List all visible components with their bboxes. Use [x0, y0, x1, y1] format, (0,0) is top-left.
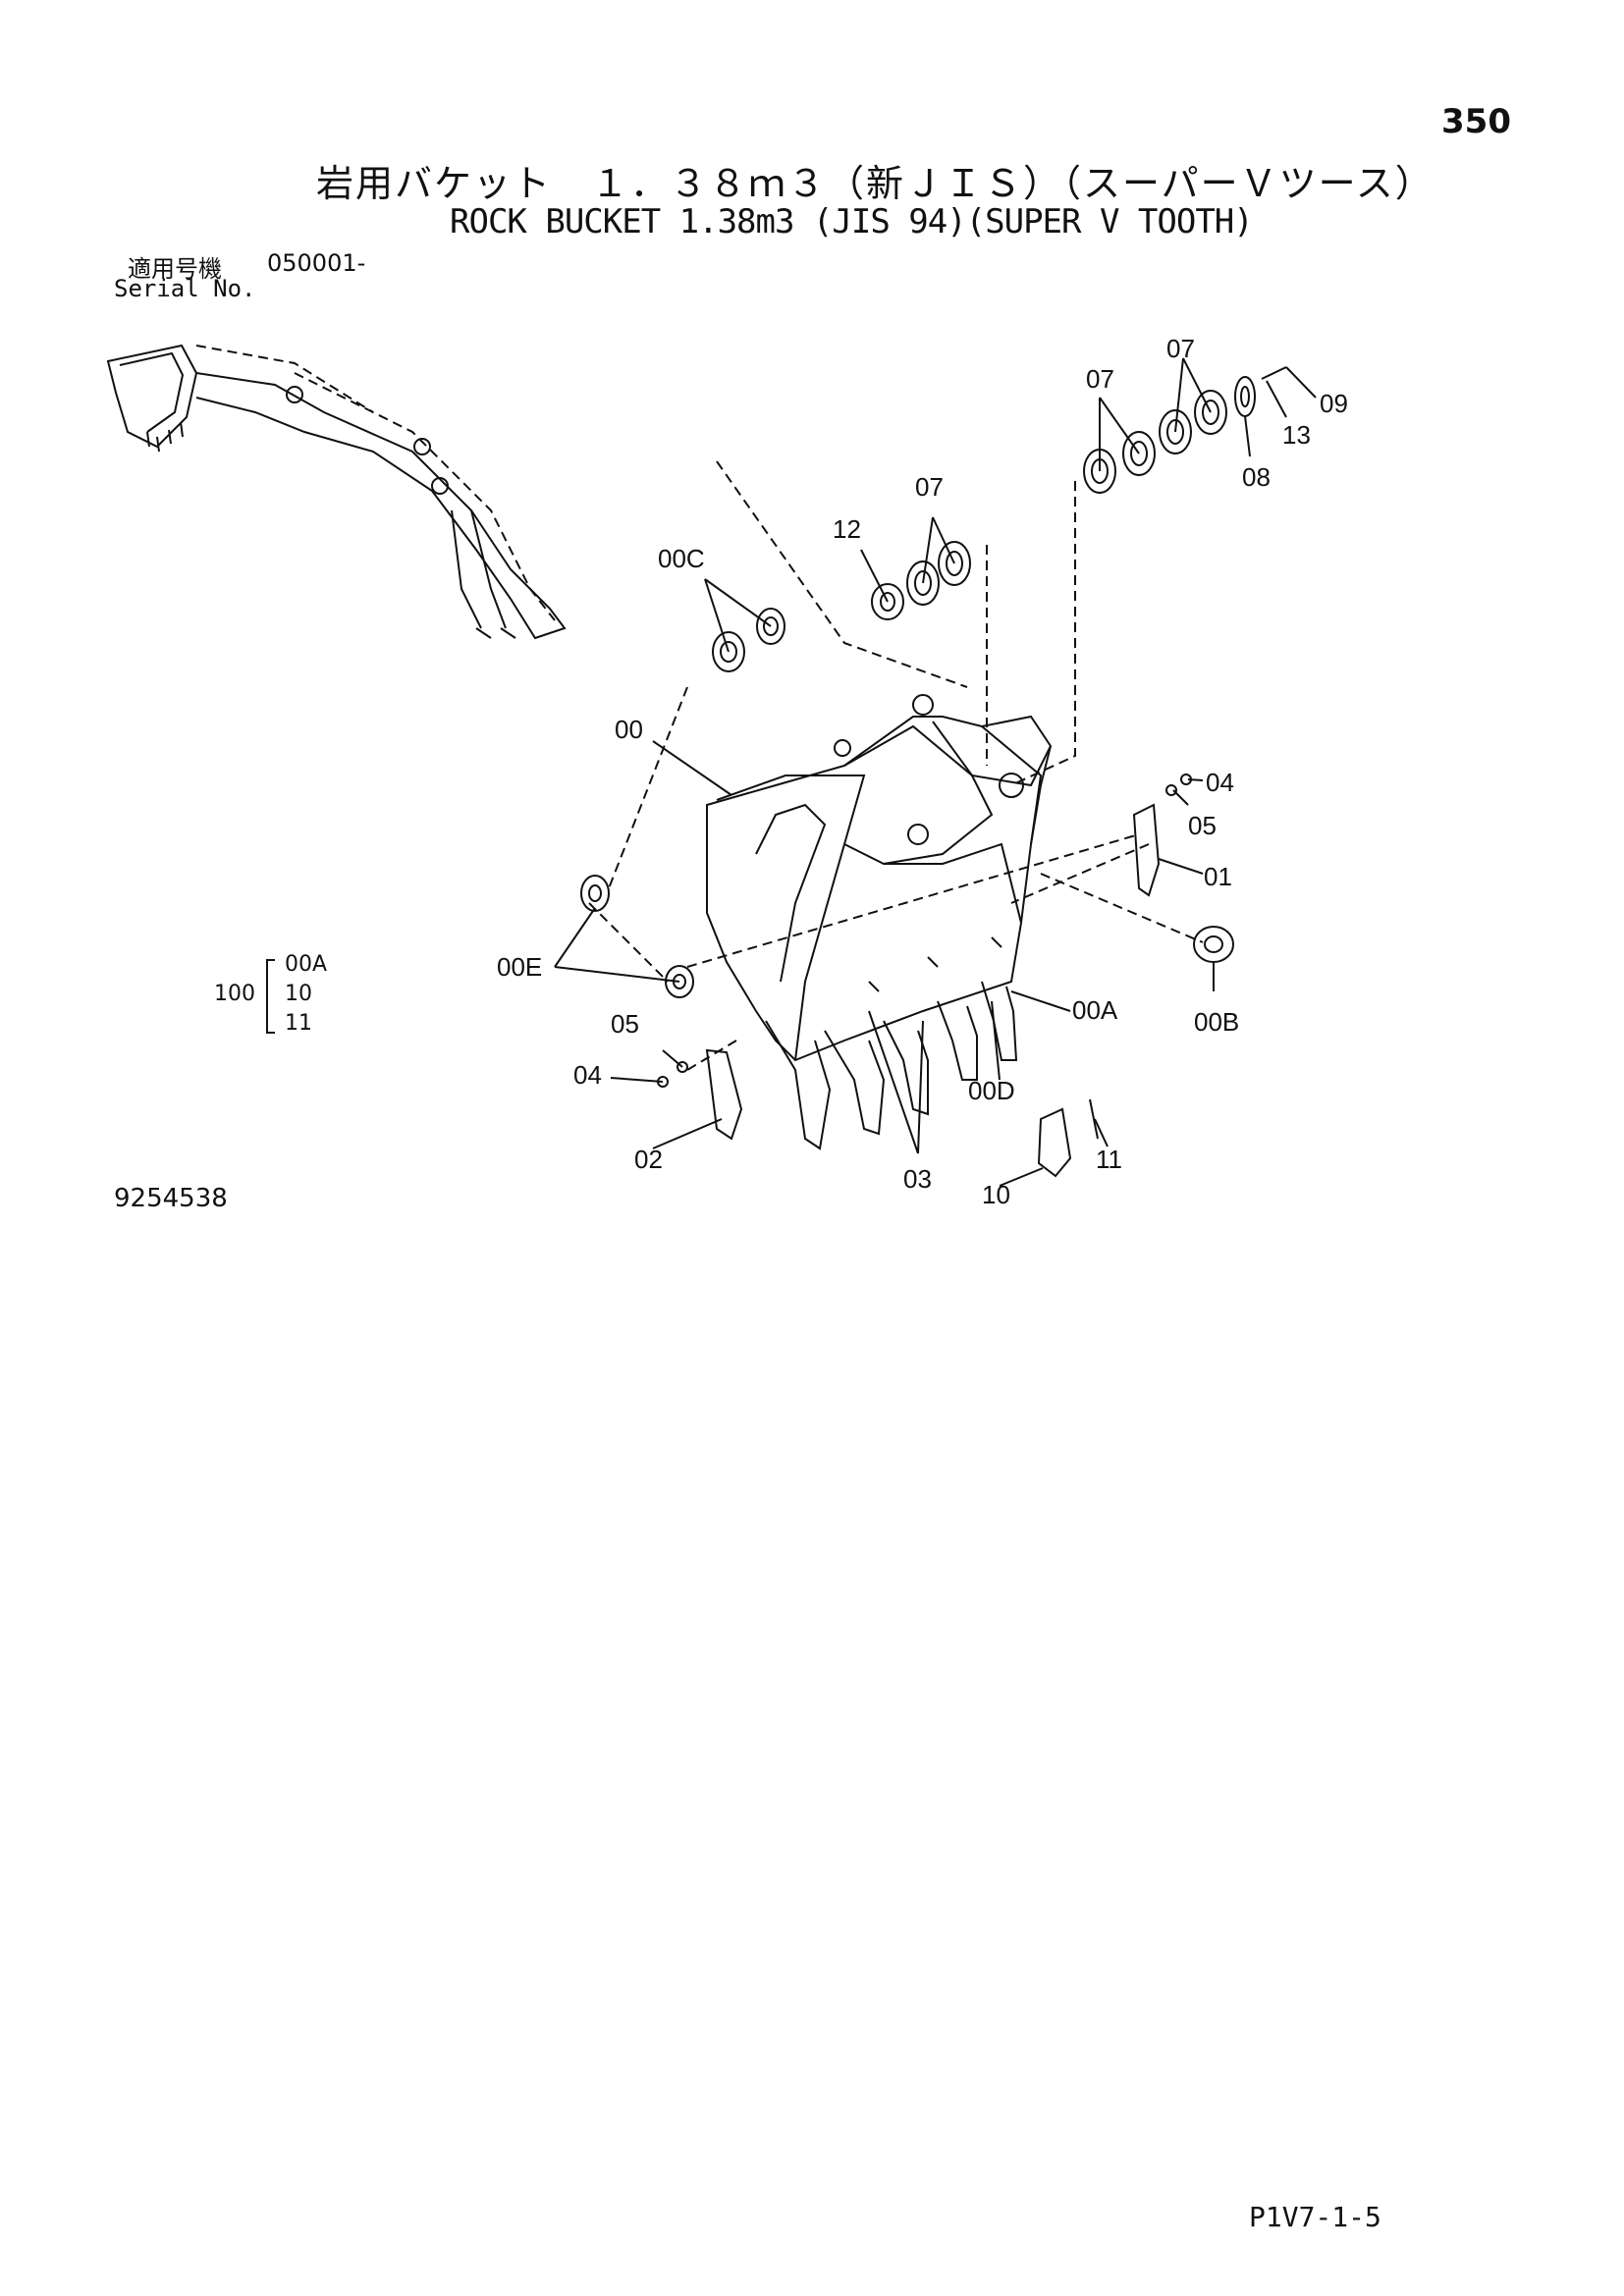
kit-item: 00A	[285, 952, 328, 977]
callout-05-right: 05	[1188, 811, 1217, 840]
callout-11: 11	[1096, 1145, 1122, 1174]
callout-00E: 00E	[497, 952, 542, 982]
callout-00: 00	[615, 715, 643, 744]
callout-01: 01	[1204, 862, 1232, 891]
leader-lines	[554, 357, 1317, 1187]
callout-09: 09	[1320, 389, 1348, 418]
bucket-body	[706, 694, 1053, 1062]
serial-label-english: Serial No.	[114, 275, 256, 302]
boom-arm-thumbnail	[106, 344, 567, 640]
serial-label-japanese: 適用号機	[128, 255, 222, 283]
callout-12: 12	[833, 514, 861, 544]
callout-00D: 00D	[968, 1076, 1015, 1105]
drawing-number: 9254538	[114, 1184, 228, 1213]
bucket-teeth-row	[765, 936, 1018, 1150]
callout-04-right: 04	[1206, 768, 1234, 797]
callout-13: 13	[1282, 420, 1311, 450]
callout-04-left: 04	[573, 1060, 602, 1090]
callout-05-left: 05	[611, 1009, 639, 1039]
kit-item: 11	[285, 1011, 312, 1036]
callout-03: 03	[903, 1164, 932, 1194]
assembly-lines	[588, 460, 1204, 1071]
page-code: P1V7-1-5	[1249, 2201, 1381, 2233]
callout-08: 08	[1242, 462, 1271, 492]
title-english: ROCK BUCKET 1.38m3 (JIS 94)(SUPER V TOOT…	[450, 202, 1254, 241]
kit-number: 100	[214, 982, 255, 1006]
callout-07-top: 07	[1166, 334, 1195, 363]
serial-value: 050001-	[267, 249, 366, 277]
title-japanese: 岩用バケット １．３８ｍ３（新ＪＩＳ）（スーパーＶツース）	[316, 162, 1435, 205]
kit-item: 10	[285, 982, 312, 1006]
callout-02: 02	[634, 1145, 663, 1174]
callout-00A: 00A	[1072, 995, 1118, 1025]
callout-10: 10	[982, 1180, 1010, 1209]
callout-07-left: 07	[1086, 364, 1114, 394]
callout-00C: 00C	[658, 544, 705, 573]
page-number: 350	[1441, 102, 1511, 141]
callout-07-center: 07	[915, 472, 944, 502]
kit-bracket	[266, 959, 275, 1034]
callout-00B: 00B	[1194, 1007, 1239, 1037]
